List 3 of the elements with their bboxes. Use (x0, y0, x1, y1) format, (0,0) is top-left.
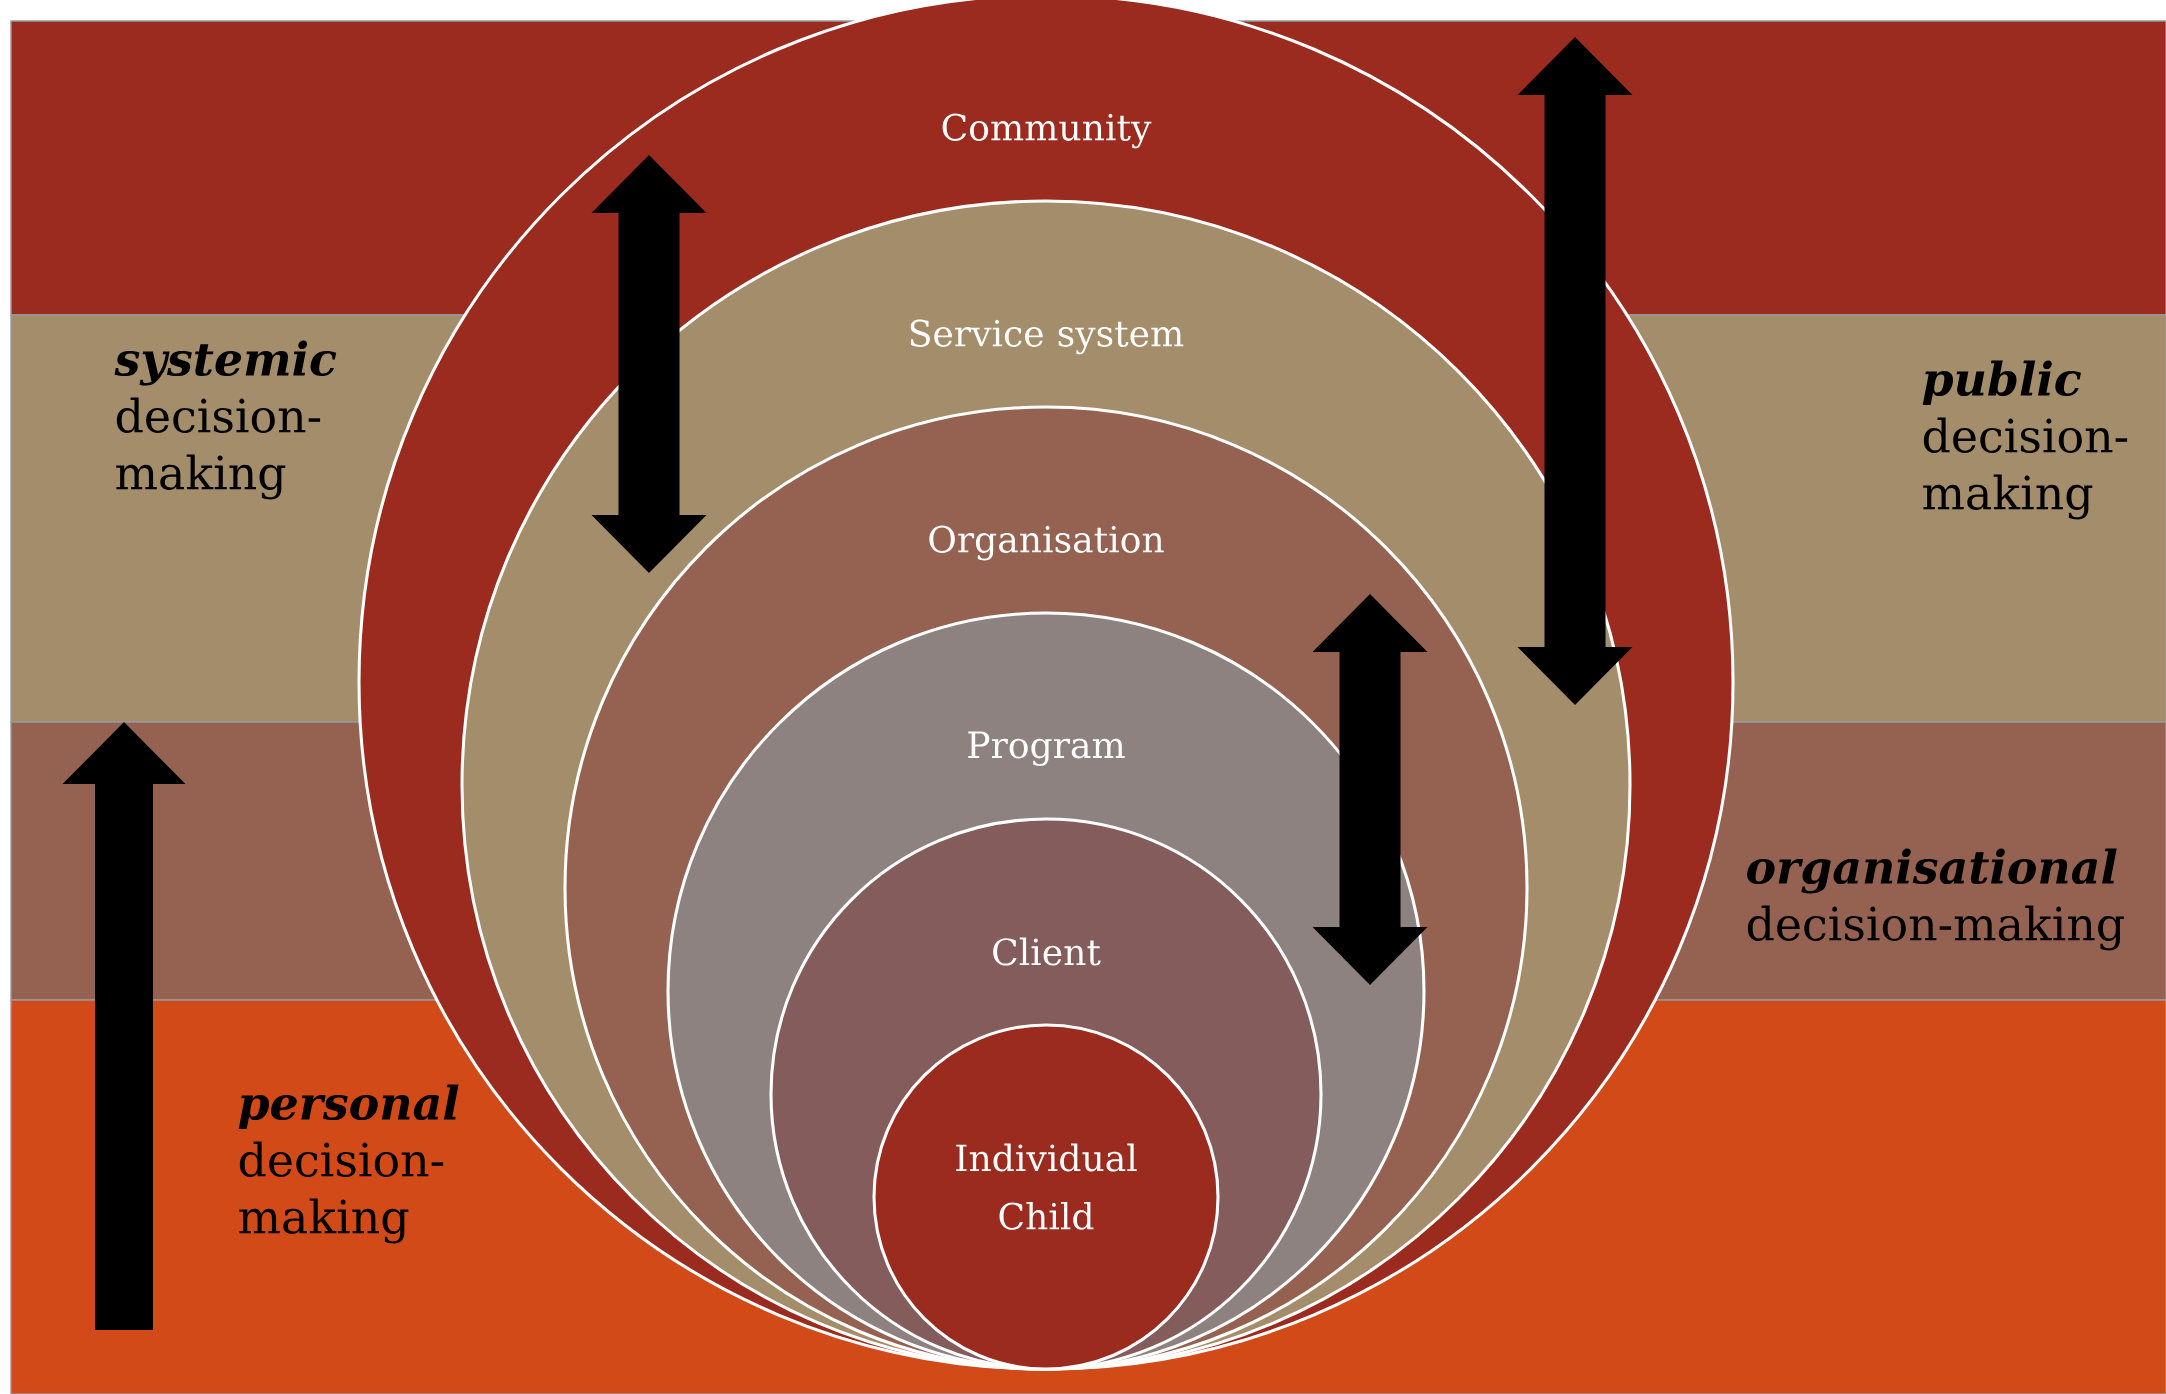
band-label: public decision-making (1922, 360, 2128, 520)
band-label: organisational decision-making (1747, 848, 2124, 951)
band-label: systemic decision-making (114, 340, 337, 500)
